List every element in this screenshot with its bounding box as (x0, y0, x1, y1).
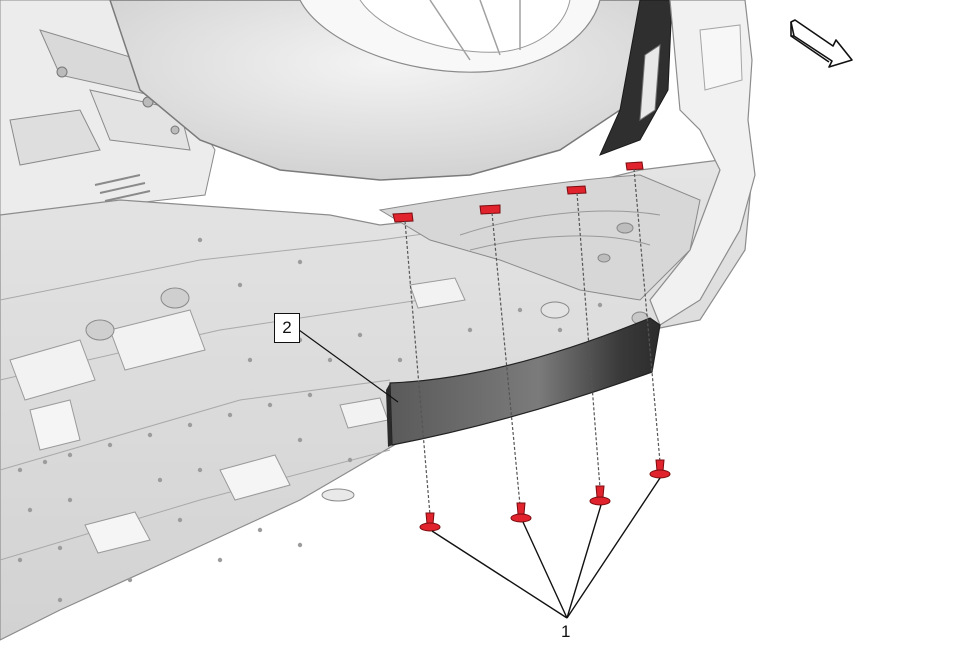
callout-label-2: 2 (274, 313, 300, 343)
callout-2-leader (298, 329, 399, 403)
fastener-1 (419, 512, 441, 532)
fastener-3 (589, 485, 611, 506)
fastener-2 (510, 502, 532, 523)
front-tire (109, 0, 673, 181)
callout-label-1: 1 (561, 622, 571, 641)
installed-fastener-marks (392, 161, 644, 223)
wheel-liner (378, 174, 701, 325)
front-direction-arrow-icon (790, 19, 853, 68)
callout-1-leaders (431, 477, 661, 619)
fastener-4 (649, 459, 671, 479)
installation-guide-lines (404, 168, 661, 516)
air-deflector (386, 317, 661, 447)
front-fascia (649, 0, 756, 326)
fasteners (419, 459, 671, 532)
